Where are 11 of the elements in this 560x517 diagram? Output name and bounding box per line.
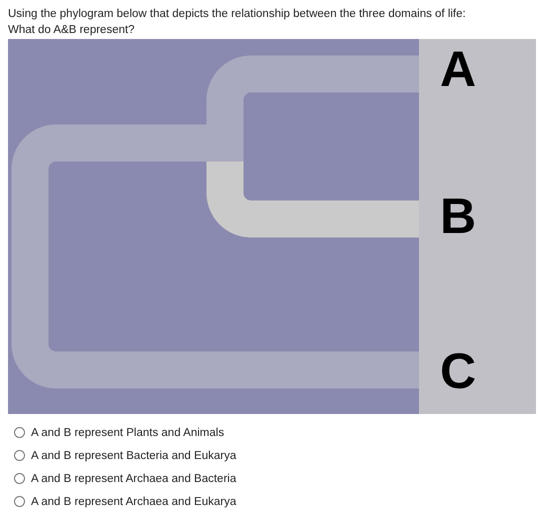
- tree-branch: [12, 56, 419, 388]
- answer-option: A and B represent Archaea and Eukarya: [31, 494, 236, 510]
- answer-option: A and B represent Archaea and Bacteria: [31, 470, 236, 486]
- answer-option: A and B represent Bacteria and Eukarya: [31, 448, 236, 464]
- tip-label: C: [419, 346, 480, 396]
- answer-option: A and B represent Plants and Animals: [31, 424, 224, 440]
- question-text: Using the phylogram below that depicts the relationship between the three domains of life:: [8, 7, 466, 22]
- tip-label: B: [419, 191, 480, 241]
- question-text: What do A&B represent?: [8, 23, 135, 38]
- tree-branch: [206, 162, 419, 238]
- tip-label: A: [419, 44, 480, 94]
